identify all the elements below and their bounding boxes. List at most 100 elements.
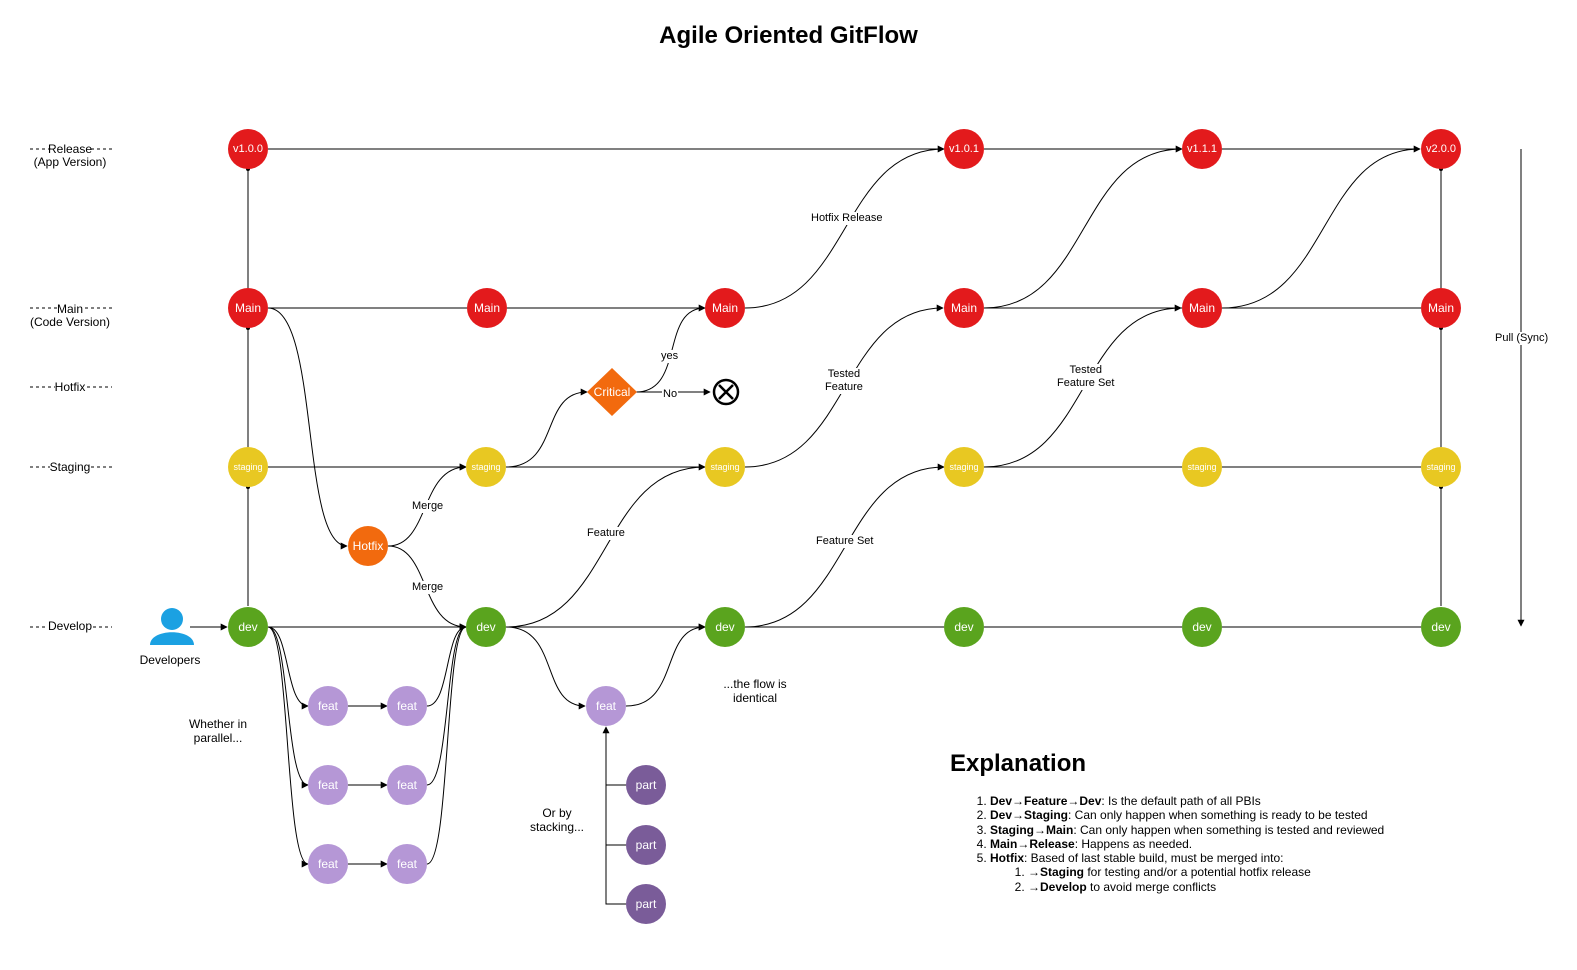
release-node: v1.0.0 <box>233 143 263 155</box>
dev-node: dev <box>954 620 973 634</box>
lane-staging-name: Staging <box>49 460 91 474</box>
dev-node: dev <box>1431 620 1450 634</box>
edge-label-yes: yes <box>660 350 680 363</box>
subitem-bold: Staging <box>1040 865 1084 880</box>
lane-label-develop: Develop <box>0 620 145 633</box>
dev-node: dev <box>238 620 257 634</box>
lane-release-sub: (App Version) <box>33 155 107 169</box>
stop-icon <box>712 378 740 406</box>
staging-nodes: staging staging staging staging staging … <box>228 447 1461 487</box>
lane-main-sub: (Code Version) <box>29 315 111 329</box>
explanation-subitem: →Staging for testing and/or a potential … <box>1028 865 1510 879</box>
dev-node: dev <box>715 620 734 634</box>
dev-node: dev <box>1192 620 1211 634</box>
edge-label-feature-set: Feature Set <box>815 535 875 548</box>
lane-develop-name: Develop <box>47 619 93 633</box>
edge-label-tested-feature-set: Tested Feature Set <box>1056 364 1116 390</box>
explanation-item-bold: Main→Release <box>990 836 1075 851</box>
feat-node: feat <box>397 778 418 792</box>
explanation-item-bold: Staging→Main <box>990 822 1074 837</box>
hotfix-node: Hotfix <box>348 526 388 566</box>
edge-label-hotfix-release: Hotfix Release <box>810 212 884 225</box>
main-node: Main <box>1428 301 1454 315</box>
subitem-bold: Develop <box>1040 879 1087 894</box>
explanation-item: Staging→Main: Can only happen when somet… <box>990 823 1510 837</box>
edge-label-no: No <box>662 388 679 401</box>
subitem-arrow: → <box>1028 879 1040 894</box>
part-node: part <box>636 897 657 911</box>
explanation-item-text: : Can only happen when something is test… <box>1073 822 1385 837</box>
feat-nodes: feat feat feat feat feat feat feat <box>308 686 626 884</box>
subitem-text: for testing and/or a potential hotfix re… <box>1084 865 1311 880</box>
part-node: part <box>636 838 657 852</box>
explanation-item-text: : Based of last stable build, must be me… <box>1024 851 1284 866</box>
edge-label-merge-bottom: Merge <box>411 581 445 594</box>
release-nodes: v1.0.0 v1.0.1 v1.1.1 v2.0.0 <box>228 129 1461 169</box>
tested-feature-line2: Feature <box>825 381 863 393</box>
note-stacking-line2: stacking... <box>529 820 585 834</box>
explanation-list: Dev→Feature→Dev: Is the default path of … <box>950 794 1510 894</box>
lane-label-main: Main (Code Version) <box>0 303 145 329</box>
note-stacking: Or by stacking... <box>518 806 596 834</box>
tested-feature-line1: Tested <box>827 368 861 380</box>
main-node: Main <box>712 301 738 315</box>
staging-node: staging <box>233 462 262 472</box>
note-parallel-line2: parallel... <box>193 731 243 745</box>
lane-dashes <box>30 148 112 628</box>
developers-label: Developers <box>139 653 201 667</box>
developer-icon <box>150 608 194 645</box>
explanation-item-text: : Happens as needed. <box>1074 836 1193 851</box>
edge-label-feature: Feature <box>586 527 626 540</box>
lane-label-hotfix: Hotfix <box>0 381 145 394</box>
main-node: Main <box>1189 301 1215 315</box>
explanation-item-text: : Is the default path of all PBIs <box>1101 794 1261 808</box>
feat-node: feat <box>318 699 339 713</box>
explanation-item-text: : Can only happen when something is read… <box>1068 808 1368 823</box>
lane-hotfix-name: Hotfix <box>54 380 86 394</box>
critical-decision: Critical <box>587 368 637 416</box>
lane-main-name: Main <box>56 302 83 316</box>
edge-label-merge-top: Merge <box>411 500 445 513</box>
note-identical-line2: identical <box>732 691 778 705</box>
edge-label-tested-feature: Tested Feature <box>824 368 864 394</box>
hotfix-label: Hotfix <box>353 539 384 553</box>
feat-node: feat <box>318 778 339 792</box>
note-parallel-line1: Whether in <box>188 717 248 731</box>
explanation-heading: Explanation <box>950 750 1087 777</box>
staging-node: staging <box>710 462 739 472</box>
staging-node: staging <box>471 462 500 472</box>
note-identical-line1: ...the flow is <box>723 677 787 691</box>
note-parallel: Whether in parallel... <box>178 717 258 745</box>
release-node: v2.0.0 <box>1426 143 1456 155</box>
tested-feature-set-line1: Tested <box>1069 364 1102 376</box>
dev-node: dev <box>476 620 495 634</box>
lane-label-staging: Staging <box>0 461 145 474</box>
explanation-item-bold: Dev→Feature→Dev <box>990 794 1102 808</box>
explanation-sublist: →Staging for testing and/or a potential … <box>990 865 1510 894</box>
subitem-text: to avoid merge conflicts <box>1086 879 1217 894</box>
edge-label-pull-sync: Pull (Sync) <box>1494 332 1550 345</box>
explanation-item-bold: Hotfix <box>990 851 1024 866</box>
note-stacking-line1: Or by <box>542 806 572 820</box>
explanation-subitem: →Develop to avoid merge conflicts <box>1028 880 1510 894</box>
staging-node: staging <box>1426 462 1455 472</box>
page-title: Agile Oriented GitFlow <box>659 22 918 49</box>
dev-nodes: dev dev dev dev dev dev <box>228 607 1461 647</box>
main-node: Main <box>474 301 500 315</box>
release-node: v1.1.1 <box>1187 143 1217 155</box>
part-node: part <box>636 778 657 792</box>
explanation-item-bold: Dev→Staging <box>990 808 1069 823</box>
staging-node: staging <box>949 462 978 472</box>
explanation-item: Main→Release: Happens as needed. <box>990 837 1510 851</box>
explanation-item: Dev→Feature→Dev: Is the default path of … <box>990 794 1510 808</box>
subitem-arrow: → <box>1028 865 1040 880</box>
explanation-item: Dev→Staging: Can only happen when someth… <box>990 808 1510 822</box>
feat-node: feat <box>397 699 418 713</box>
critical-label: Critical <box>594 385 631 399</box>
explanation-panel: Explanation Dev→Feature→Dev: Is the defa… <box>950 750 1510 894</box>
explanation-item: Hotfix: Based of last stable build, must… <box>990 851 1510 894</box>
main-nodes: Main Main Main Main Main Main <box>228 288 1461 328</box>
part-nodes: part part part <box>626 765 666 924</box>
feat-node: feat <box>397 857 418 871</box>
